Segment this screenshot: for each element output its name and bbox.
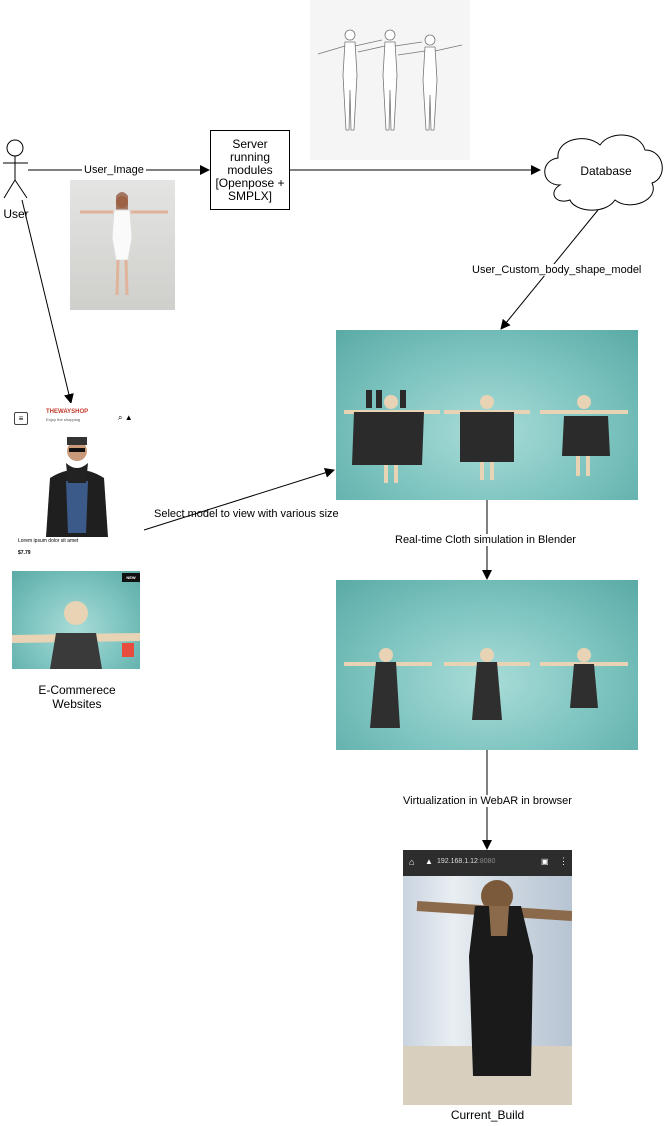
product-name[interactable]: Lorem ipsum dolor sit amet: [18, 538, 79, 544]
edge-label-select-model: Select model to view with various size: [154, 508, 339, 520]
edge-label-webar: Virtualization in WebAR in browser: [401, 795, 574, 807]
search-cart-icons[interactable]: ⌕ ▲: [118, 413, 133, 422]
sim-avatars-fitted-icon: [344, 648, 628, 728]
cloth-sim-after-image: [336, 580, 638, 750]
url-host: 192.168.1.12: [437, 858, 478, 865]
woman-tpose-icon: [80, 192, 168, 296]
sim-avatars-unfitted-icon: [344, 390, 628, 483]
menu-icon[interactable]: ≡: [14, 412, 28, 425]
cloth-sim-before-image: [336, 330, 638, 500]
product-avatar-photo: [12, 571, 140, 669]
avatar-dress-icon: [12, 601, 140, 669]
product-photo: [10, 433, 144, 537]
home-icon[interactable]: ⌂: [409, 857, 415, 867]
user-actor-icon: [3, 139, 28, 199]
url-port: :8080: [477, 858, 496, 865]
browser-address-bar: ⌂ ▲ 192.168.1.12:8080 ▣ ⋮: [403, 850, 572, 876]
avatar-ar-icon: [403, 880, 572, 1105]
shop-header: ≡ THEWAYSHOP Enjoy the shopping ⌕ ▲: [10, 403, 144, 434]
man-jacket-icon: [46, 437, 108, 537]
user-photo: [70, 180, 175, 310]
tabs-icon[interactable]: ▣: [541, 857, 549, 866]
shop-logo-text: THEWAYSHOP: [46, 409, 89, 415]
shop-logo-subtitle: Enjoy the shopping: [46, 417, 81, 422]
ecommerce-caption: E-Commerece Websites: [38, 683, 116, 711]
edge-label-custom-body: User_Custom_body_shape_model: [470, 264, 644, 276]
edge-label-cloth-sim: Real-time Cloth simulation in Blender: [393, 534, 578, 546]
product-price: $7.79: [18, 550, 31, 556]
more-icon[interactable]: ⋮: [559, 856, 568, 866]
current-build-caption: Current_Build: [450, 1108, 525, 1122]
webar-view-image: [403, 876, 572, 1105]
edge-label-user-image: User_Image: [82, 164, 146, 176]
mesh-figures-icon: [317, 29, 463, 131]
user-label: User: [3, 207, 29, 221]
smplx-mesh-models-image: [310, 0, 470, 160]
edge-shop-sim: [143, 467, 335, 531]
new-badge: NEW: [122, 573, 140, 582]
url-text[interactable]: 192.168.1.12:8080: [437, 858, 495, 865]
server-node: Server running modules [Openpose + SMPLX…: [210, 130, 290, 210]
ecommerce-site-mockup: ≡ THEWAYSHOP Enjoy the shopping ⌕ ▲ Lore…: [10, 403, 144, 671]
database-label: Database: [580, 164, 632, 178]
shop-logo: THEWAYSHOP Enjoy the shopping: [46, 408, 98, 430]
edge-user-shop: [21, 199, 74, 404]
warning-icon: ▲: [425, 857, 433, 866]
database-cloud-shape: [544, 134, 663, 211]
